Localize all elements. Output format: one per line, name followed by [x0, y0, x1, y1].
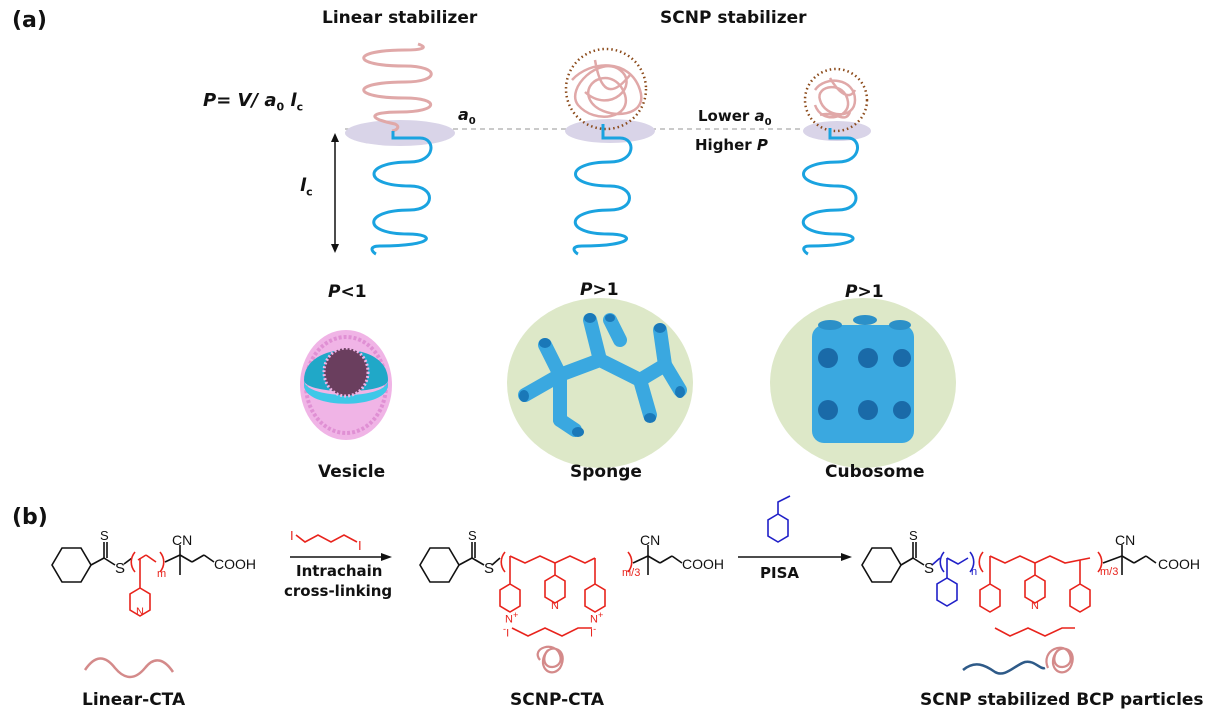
atom-n: N [136, 606, 144, 618]
atom-n-plus-1: N+ [505, 610, 518, 626]
plus: + [512, 610, 519, 620]
subscript-m: m [157, 568, 167, 580]
condition-sponge: P>1 [580, 280, 619, 300]
scnp-hydrophobic-chain-2 [801, 128, 859, 256]
packing-equation: P= V/ a0 lc [203, 90, 303, 114]
cond-op: <1 [340, 282, 367, 302]
n: N [505, 613, 513, 626]
atom-s-thione: S [909, 528, 918, 543]
scnp-cta-coil-icon [536, 645, 564, 674]
linear-hydrophilic-chain [362, 42, 433, 133]
vesicle-illustration [300, 330, 392, 440]
panel-a-label: (a) [12, 8, 47, 33]
linear-cta-caption: Linear-CTA [82, 690, 186, 710]
cond-op: >1 [857, 282, 884, 302]
reagent-iodine-2: I [358, 538, 362, 553]
atom-n: N [551, 600, 559, 612]
styrene-structure [767, 495, 791, 543]
eq-body: = V/ a [216, 90, 277, 111]
scnp-stabilizer-title: SCNP stabilizer [660, 8, 807, 28]
bcp-structure [861, 542, 1157, 637]
lc-arrow [331, 133, 339, 253]
eq-subc: c [296, 100, 304, 114]
condition-cubosome: P>1 [845, 282, 884, 302]
pisa-label: PISA [760, 564, 799, 582]
cond-p: P [845, 282, 858, 302]
reagent-iodine-1: I [290, 528, 294, 543]
diiodobutane-structure [295, 534, 358, 543]
scnp-dotted-boundary-2 [803, 67, 869, 133]
iodide-2: I- [590, 624, 596, 640]
linear-cta-structure [51, 542, 215, 617]
condition-vesicle: P<1 [328, 282, 367, 302]
morphology-sponge: Sponge [570, 462, 642, 482]
step1-label-line2: cross-linking [284, 582, 393, 600]
a0-interface-ellipse-3 [803, 121, 871, 141]
higher-p: P [756, 136, 768, 154]
minus: - [593, 624, 597, 634]
a0-label: a0 [458, 105, 476, 127]
linear-cta-chain-icon [83, 657, 175, 679]
group-cn: CN [1115, 532, 1136, 548]
atom-s-thione: S [100, 528, 109, 543]
group-cn: CN [172, 532, 193, 548]
lower-sub: 0 [764, 117, 772, 128]
scnp-coil-1 [571, 59, 643, 118]
group-cooh: COOH [214, 556, 256, 572]
lc-sub: c [306, 185, 313, 199]
linear-hydrophobic-chain [370, 131, 433, 256]
subscript-m3: m/3 [622, 567, 641, 579]
plus: + [597, 610, 604, 620]
atom-s: S [484, 560, 495, 577]
atom-s-thione: S [468, 528, 477, 543]
scnp-cta-structure [419, 542, 683, 637]
atom-s: S [924, 560, 935, 577]
lc-label: lc [300, 175, 313, 199]
subscript-n: n [971, 566, 978, 578]
scnp-cta-caption: SCNP-CTA [510, 690, 605, 710]
eq-l: l [290, 90, 297, 111]
atom-n-plus-2: N+ [590, 610, 603, 626]
cond-p: P [328, 282, 341, 302]
morphology-vesicle: Vesicle [318, 462, 386, 482]
group-cooh: COOH [682, 556, 724, 572]
cubosome-illustration [770, 298, 956, 468]
lower-text: Lower [698, 107, 755, 125]
minus: - [503, 624, 507, 634]
morphology-cubosome: Cubosome [825, 462, 925, 482]
bcp-coil-icon [1045, 646, 1074, 674]
bcp-caption: SCNP stabilized BCP particles [920, 690, 1204, 710]
eq-sub0: 0 [276, 100, 285, 114]
bcp-core-chain-icon [962, 660, 1046, 675]
group-cn: CN [640, 532, 661, 548]
sponge-illustration [507, 298, 693, 468]
i: I [506, 627, 510, 640]
eq-p: P [203, 90, 217, 111]
scnp-dotted-boundary-1 [564, 47, 648, 131]
iodide-1: -I [503, 624, 509, 640]
a0-interface-ellipse-1 [345, 120, 455, 146]
higher-p-label: Higher P [695, 136, 768, 154]
scnp-coil-2 [813, 77, 857, 119]
lc-l: l [300, 175, 307, 196]
a0-a: a [458, 105, 469, 124]
atom-n: N [1031, 600, 1039, 612]
i: I [590, 627, 594, 640]
a0-sub: 0 [468, 116, 476, 128]
subscript-m3: m/3 [1100, 566, 1119, 578]
n: N [590, 613, 598, 626]
lower-a0-label: Lower a0 [698, 107, 772, 128]
higher-text: Higher [695, 136, 757, 154]
step1-label-line1: Intrachain [296, 562, 383, 580]
scnp-hydrophobic-chain-1 [572, 124, 633, 256]
linear-stabilizer-title: Linear stabilizer [322, 8, 478, 28]
cond-op: >1 [592, 280, 619, 300]
atom-s: S [115, 560, 126, 577]
lower-a: a [754, 107, 765, 125]
group-cooh: COOH [1158, 556, 1200, 572]
panel-b-label: (b) [12, 505, 48, 530]
cond-p: P [580, 280, 593, 300]
